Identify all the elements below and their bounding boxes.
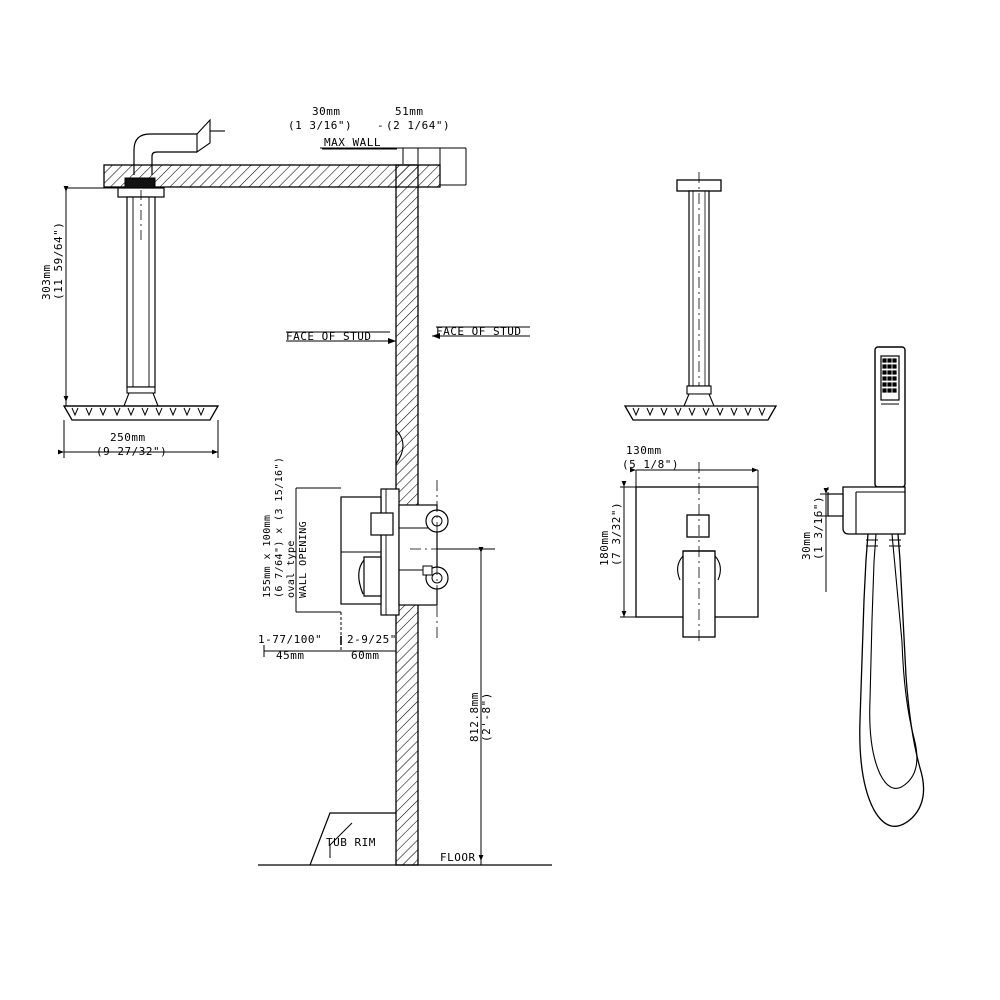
valve-diverter-button <box>370 512 394 536</box>
ceiling-pipe-taper <box>683 393 715 407</box>
head-width-dim-in: (9 27/32") <box>96 445 167 458</box>
shower-arm-elbow-inner <box>151 151 197 175</box>
plate-width-dim-in: (5 1/8") <box>622 458 679 471</box>
middle-view-geometry <box>623 172 778 645</box>
max-wall-title: MAX WALL <box>324 136 381 149</box>
right-view-dimensions <box>820 487 843 592</box>
valve-escutcheon-plate <box>380 488 400 616</box>
arm-drop-dim-mm: 303mm <box>40 264 53 300</box>
left-view-dimensions <box>58 147 552 866</box>
wall-break-curve <box>395 429 404 465</box>
right-view-geometry <box>827 346 925 827</box>
wall-opening-line1: 155mm x 100mm <box>262 515 273 598</box>
plate-width-dim-mm: 130mm <box>626 444 662 457</box>
holder-depth-dim-in: (1 3/16") <box>812 496 825 560</box>
plate-height-dim-in: (7 3/32") <box>610 502 623 566</box>
handheld-nozzle-dots <box>882 358 897 393</box>
handheld-holder-bracket <box>842 486 906 535</box>
wall-opening-line3: oval type <box>286 540 297 598</box>
wall-opening-line2: (6 7/64") x (3 15/16") <box>274 457 285 598</box>
ceiling-pipe-collar <box>686 385 712 395</box>
rain-head-body-middle <box>623 405 778 421</box>
left-view-text: 30mm 51mm (1 3/16") - (2 1/64") MAX WALL… <box>40 105 521 864</box>
pipe-to-head-taper <box>123 392 159 407</box>
holder-depth-dim-mm: 30mm <box>800 532 813 561</box>
rain-head-body <box>62 405 220 421</box>
pipe-collar <box>126 386 156 394</box>
offset-b-mm: 60mm <box>351 649 380 662</box>
shower-arm-inlet-cut <box>196 118 211 154</box>
shower-hose-outer <box>859 533 925 827</box>
shower-hose-inner <box>869 533 918 789</box>
max-wall-dim-left-mm: 30mm <box>312 105 341 118</box>
trim-handle-shadow-l <box>677 555 684 581</box>
valve-handle-base <box>363 556 382 597</box>
arm-drop-dim-in: (11 59/64") <box>52 222 65 300</box>
valve-port-lug <box>422 565 433 576</box>
trim-diverter-button-front <box>686 514 710 538</box>
valve-handle-lever <box>358 559 365 595</box>
arm-seal-block <box>124 177 156 189</box>
tub-rim-label: TUB RIM <box>326 836 376 849</box>
max-wall-dim-left-in: (1 3/16") <box>288 119 352 132</box>
shower-arm-elbow-outer <box>133 133 197 175</box>
max-wall-dim-right-mm: 51mm <box>395 105 424 118</box>
face-of-stud-label-left: FACE OF STUD <box>286 330 371 343</box>
plate-height-dim-mm: 180mm <box>598 530 611 566</box>
trim-handle-shadow-r <box>714 555 721 581</box>
right-view-text: 30mm (1 3/16") <box>800 496 825 560</box>
floor-label: FLOOR <box>440 851 476 864</box>
face-of-stud-label-right: FACE OF STUD <box>436 325 521 338</box>
rain-head-nozzles-middle <box>632 407 766 417</box>
valve-height-dim-in: (2'-8") <box>480 692 493 742</box>
rain-head-nozzles <box>71 407 205 417</box>
middle-view-text: 130mm (5 1/8") 180mm (7 3/32") <box>598 444 679 566</box>
hose-connector-ribs <box>866 539 901 547</box>
holder-wall-mount <box>827 493 844 517</box>
offset-b-in: 2-9/25" <box>347 633 397 646</box>
offset-a-in: 1-77/100" <box>258 633 322 646</box>
offset-a-mm: 45mm <box>276 649 305 662</box>
valve-height-dim-mm: 812.8mm <box>468 692 481 742</box>
middle-view-dimensions <box>620 467 759 618</box>
head-width-dim-mm: 250mm <box>110 431 146 444</box>
max-wall-dim-dash: - <box>377 119 384 132</box>
left-view-geometry <box>62 118 552 866</box>
tub-rim-profile <box>309 812 396 866</box>
wall-opening-line4: WALL OPENING <box>298 521 309 598</box>
max-wall-dim-right-in: (2 1/64") <box>386 119 450 132</box>
